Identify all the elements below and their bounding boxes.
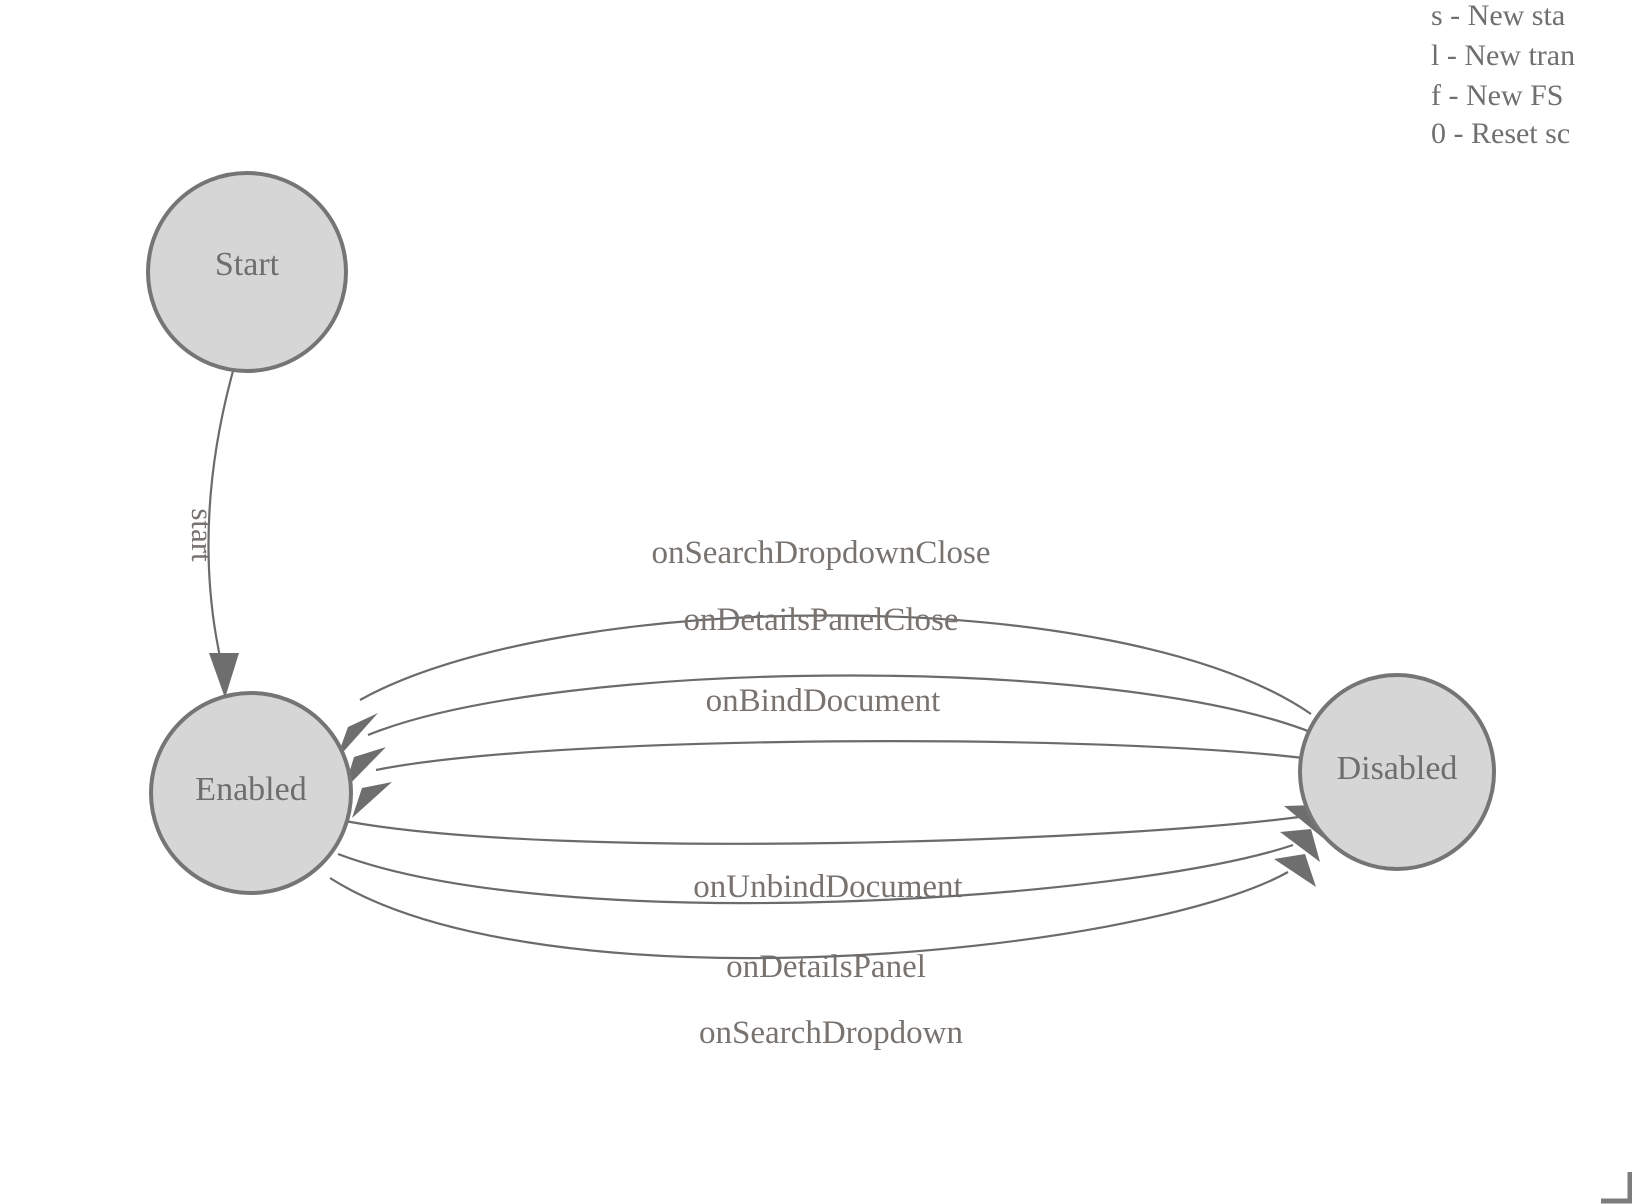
transition-onBindDocument-label: onBindDocument <box>706 683 941 719</box>
frame-corner-bottom-right <box>1601 1172 1632 1204</box>
transition-onDetailsPanelClose-label: onDetailsPanelClose <box>684 602 959 638</box>
transition-onDetailsPanelClose[interactable]: onDetailsPanelClose <box>344 602 1328 790</box>
state-node-enabled-circle <box>149 691 353 895</box>
transition-onSearchDropdown-path <box>329 871 1289 960</box>
help-overlay-line-1: s - New sta <box>1431 0 1565 32</box>
transition-onSearchDropdownClose-label: onSearchDropdownClose <box>651 535 990 571</box>
transition-onBindDocument-path <box>375 740 1333 772</box>
transition-onSearchDropdown-arrowhead <box>1274 854 1316 887</box>
state-node-enabled-label: Enabled <box>195 771 306 808</box>
transition-start-path <box>207 370 235 667</box>
transition-onDetailsPanelClose-path <box>367 674 1328 740</box>
state-node-start-circle <box>146 171 348 373</box>
transition-onDetailsPanel-arrowhead <box>1280 829 1320 862</box>
transition-onSearchDropdown-label: onSearchDropdown <box>699 1015 963 1051</box>
transition-onSearchDropdown[interactable]: onSearchDropdown <box>329 854 1316 1051</box>
transition-onUnbindDocument[interactable]: onUnbindDocument <box>344 805 1323 905</box>
help-overlay-line-4: 0 - Reset sc <box>1431 117 1570 150</box>
transition-start-arrowhead <box>209 653 239 698</box>
transition-start[interactable]: start <box>185 370 239 698</box>
transition-start-label: start <box>185 508 220 562</box>
transition-onBindDocument-arrowhead <box>352 782 392 818</box>
transition-onDetailsPanel-path <box>337 843 1294 905</box>
help-overlay-line-2: l - New tran <box>1431 39 1575 72</box>
help-overlay: s - New sta l - New tran f - New FS 0 - … <box>1431 0 1575 150</box>
transition-onBindDocument[interactable]: onBindDocument <box>352 683 1333 818</box>
state-node-enabled[interactable]: Enabled <box>149 691 353 895</box>
frame-corner-path <box>1601 1172 1632 1204</box>
transition-onSearchDropdownClose-arrowhead <box>336 713 378 760</box>
state-node-disabled-label: Disabled <box>1337 750 1458 787</box>
transition-onSearchDropdownClose-path <box>359 614 1312 715</box>
help-overlay-line-3: f - New FS <box>1431 79 1564 112</box>
transition-onDetailsPanel-label: onDetailsPanel <box>726 949 926 985</box>
state-node-disabled-circle <box>1298 673 1496 871</box>
transition-onUnbindDocument-label: onUnbindDocument <box>693 869 962 905</box>
state-node-start-label: Start <box>215 246 280 283</box>
state-node-start[interactable]: Start <box>146 171 348 373</box>
transition-onDetailsPanel[interactable]: onDetailsPanel <box>337 829 1320 985</box>
state-node-disabled[interactable]: Disabled <box>1298 673 1496 871</box>
transition-onSearchDropdownClose[interactable]: onSearchDropdownClose <box>336 535 1312 760</box>
transition-onUnbindDocument-path <box>344 815 1300 845</box>
transition-onDetailsPanelClose-arrowhead <box>344 747 386 790</box>
